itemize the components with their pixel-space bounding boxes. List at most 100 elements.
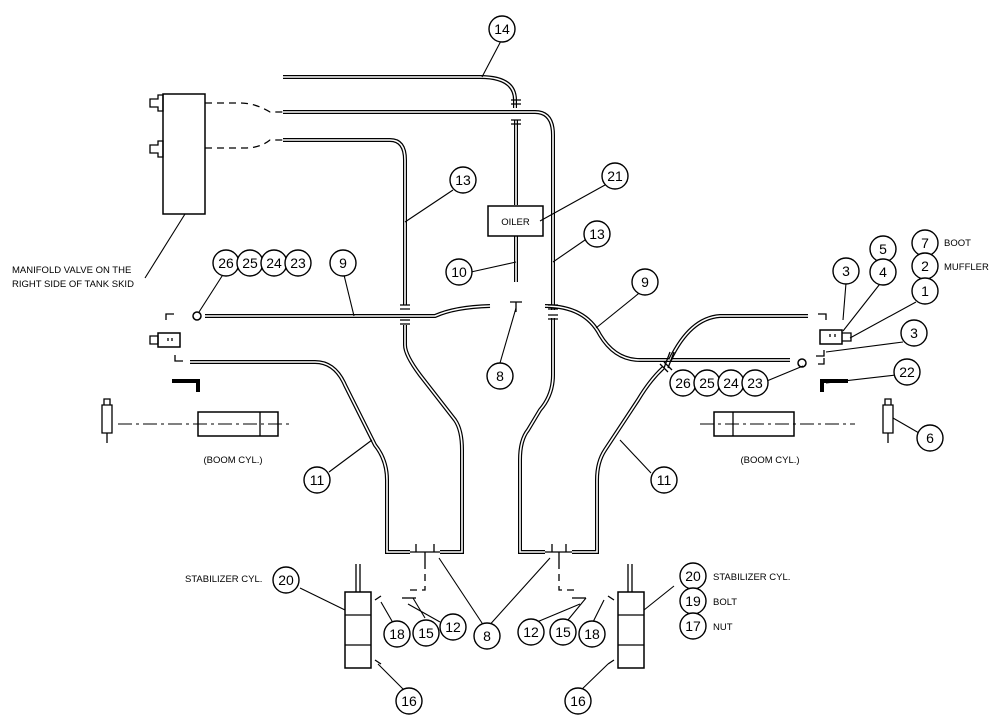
svg-text:16: 16 — [401, 693, 417, 709]
balloon-3: 3 — [900, 319, 928, 347]
svg-text:19: 19 — [685, 593, 701, 609]
svg-text:22: 22 — [899, 364, 915, 380]
balloons: 14 13 21 13 10 26 25 24 23 9 9 8 7 5 3 4… — [212, 15, 944, 715]
balloon-13: 13 — [583, 220, 611, 248]
hose-14 — [283, 75, 517, 108]
svg-text:26: 26 — [218, 255, 234, 271]
manifold-valve: MANIFOLD VALVE ON THE RIGHT SIDE OF TANK… — [12, 93, 283, 290]
svg-text:24: 24 — [723, 375, 739, 391]
boom-cyl-right-label: (BOOM CYL.) — [740, 455, 799, 466]
hose-13-left-lower — [403, 325, 464, 554]
svg-text:1: 1 — [921, 283, 929, 299]
hose-13-left — [283, 138, 407, 305]
svg-text:24: 24 — [266, 255, 282, 271]
svg-text:5: 5 — [879, 241, 887, 257]
hose-right-boot — [668, 314, 808, 361]
legend-muffler-label: MUFFLER — [944, 262, 989, 273]
svg-text:12: 12 — [523, 624, 539, 640]
hoses — [190, 75, 808, 554]
leaders — [198, 38, 920, 694]
balloon-8: 8 — [486, 362, 514, 390]
balloon-23: 23 — [284, 249, 312, 277]
svg-text:15: 15 — [555, 624, 571, 640]
svg-text:11: 11 — [310, 472, 325, 488]
balloon-13: 13 — [449, 166, 477, 194]
balloon-26: 26 — [669, 369, 697, 397]
legend-nut-label: NUT — [713, 622, 733, 633]
svg-text:20: 20 — [685, 568, 701, 584]
balloon-5: 5 — [869, 235, 897, 263]
balloon-11: 11 — [650, 466, 678, 494]
svg-text:18: 18 — [584, 626, 600, 642]
svg-text:9: 9 — [641, 274, 649, 290]
svg-text:23: 23 — [290, 255, 306, 271]
oiler-label: OILER — [501, 217, 530, 228]
balloon-23: 23 — [741, 369, 769, 397]
balloon-18: 18 — [383, 620, 411, 648]
balloon-12: 12 — [517, 618, 545, 646]
svg-text:13: 13 — [455, 172, 471, 188]
balloon-8: 8 — [473, 622, 501, 650]
balloon-22: 22 — [893, 358, 921, 386]
balloon-9: 9 — [631, 268, 659, 296]
balloon-17: 17 — [679, 612, 707, 640]
balloon-26: 26 — [212, 249, 240, 277]
svg-text:3: 3 — [842, 263, 850, 279]
svg-text:12: 12 — [445, 619, 461, 635]
svg-text:8: 8 — [496, 368, 504, 384]
crossing-marks — [400, 99, 675, 373]
svg-text:18: 18 — [389, 626, 405, 642]
svg-text:11: 11 — [657, 472, 672, 488]
left-components: (BOOM CYL.) — [101, 311, 290, 466]
balloon-2: 2 — [911, 252, 939, 280]
stabilizer-left-label: STABILIZER CYL. — [185, 574, 262, 585]
center-tees — [408, 301, 578, 591]
balloon-16: 16 — [395, 687, 423, 715]
svg-text:13: 13 — [589, 226, 605, 242]
balloon-1: 1 — [911, 277, 939, 305]
right-components: (BOOM CYL.) — [700, 313, 894, 466]
svg-text:8: 8 — [483, 628, 491, 644]
balloon-4: 4 — [869, 258, 897, 286]
balloon-20: 20 — [679, 562, 707, 590]
balloon-18: 18 — [578, 620, 606, 648]
balloon-3: 3 — [832, 257, 860, 285]
balloon-15: 15 — [549, 618, 577, 646]
legend-stabilizer-label: STABILIZER CYL. — [713, 572, 790, 583]
balloon-19: 19 — [679, 587, 707, 615]
svg-text:6: 6 — [926, 430, 934, 446]
svg-text:25: 25 — [242, 255, 258, 271]
boom-cyl-left-label: (BOOM CYL.) — [203, 455, 262, 466]
svg-text:21: 21 — [607, 168, 623, 184]
manifold-label-line1: MANIFOLD VALVE ON THE — [12, 265, 131, 276]
svg-text:16: 16 — [570, 693, 586, 709]
balloon-15: 15 — [412, 619, 440, 647]
balloon-7: 7 — [911, 229, 939, 257]
hose-11-right — [572, 366, 665, 554]
balloon-11: 11 — [303, 466, 331, 494]
balloon-16: 16 — [564, 687, 592, 715]
svg-text:25: 25 — [699, 375, 715, 391]
balloon-9: 9 — [329, 249, 357, 277]
svg-text:2: 2 — [921, 258, 929, 274]
svg-text:26: 26 — [675, 375, 691, 391]
manifold-label-line2: RIGHT SIDE OF TANK SKID — [12, 279, 134, 290]
svg-text:4: 4 — [879, 264, 887, 280]
svg-text:20: 20 — [278, 572, 294, 588]
balloon-25: 25 — [693, 369, 721, 397]
balloon-12: 12 — [439, 613, 467, 641]
svg-text:10: 10 — [451, 264, 467, 280]
balloon-24: 24 — [260, 249, 288, 277]
legend-boot-label: BOOT — [944, 238, 971, 249]
balloon-10: 10 — [445, 258, 473, 286]
svg-text:14: 14 — [494, 21, 510, 37]
balloon-24: 24 — [717, 369, 745, 397]
oiler: OILER — [487, 205, 544, 237]
svg-text:23: 23 — [747, 375, 763, 391]
stabilizer-cylinders: STABILIZER CYL. — [185, 564, 645, 669]
balloon-14: 14 — [488, 15, 516, 43]
svg-text:7: 7 — [921, 235, 929, 251]
legend-labels: BOOT MUFFLER STABILIZER CYL. BOLT NUT — [713, 238, 989, 633]
balloon-6: 6 — [916, 424, 944, 452]
